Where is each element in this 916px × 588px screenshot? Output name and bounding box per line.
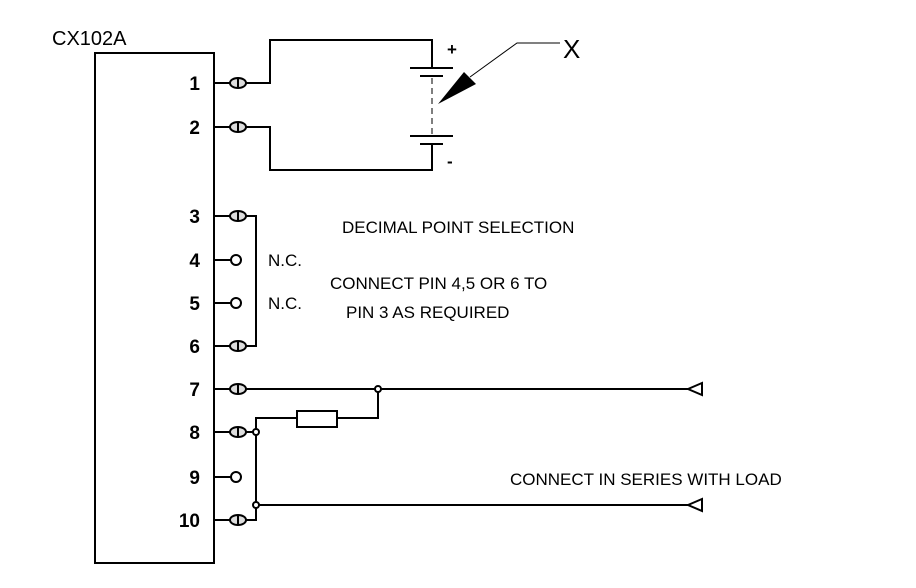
pin-number: 6 (189, 337, 200, 358)
junction-dot (252, 501, 260, 509)
decimal-jumper-bus (247, 215, 257, 347)
wire-pin2-minus (247, 126, 433, 171)
callout-arrow-icon (438, 72, 476, 104)
pin-number: 3 (189, 207, 200, 228)
decimal-title: DECIMAL POINT SELECTION (342, 218, 574, 237)
wire-pin1-plus (247, 39, 433, 84)
pin-number: 5 (189, 294, 200, 315)
decimal-instruction-1: CONNECT PIN 4,5 OR 6 TO (330, 274, 547, 293)
pin-number: 4 (189, 251, 200, 272)
pin-number: 7 (189, 380, 200, 401)
terminal-arrow-icon (685, 497, 703, 513)
minus-sign: - (447, 152, 453, 171)
wire-resistor-bus (247, 417, 297, 521)
wire-junction-resistor (337, 392, 379, 419)
junction-dot (252, 428, 260, 436)
battery-circuit: + - X (247, 34, 580, 171)
junction-dot (374, 385, 382, 393)
nc-label-4: N.C. (268, 251, 302, 270)
pin-number: 8 (189, 423, 200, 444)
device-label: CX102A (52, 28, 127, 50)
pin-number: 10 (179, 511, 200, 532)
plus-sign: + (447, 40, 457, 59)
callout-leader (469, 42, 560, 78)
resistor (296, 410, 338, 428)
open-terminal-icon (230, 254, 242, 266)
open-terminal-icon (230, 297, 242, 309)
load-circuit: CONNECT IN SERIES WITH LOAD (247, 381, 782, 521)
pin-number: 1 (189, 74, 200, 95)
terminal-arrow-icon (685, 381, 703, 397)
callout-label: X (563, 34, 580, 64)
pin-number: 2 (189, 118, 200, 139)
pin-number: 9 (189, 468, 200, 489)
nc-label-5: N.C. (268, 294, 302, 313)
pin-group: 1 2 3 4 5 6 7 8 9 10 (179, 74, 248, 532)
open-terminal-icon (230, 471, 242, 483)
load-note: CONNECT IN SERIES WITH LOAD (510, 470, 782, 489)
device-body (94, 52, 215, 564)
decimal-instruction-2: PIN 3 AS REQUIRED (346, 303, 509, 322)
